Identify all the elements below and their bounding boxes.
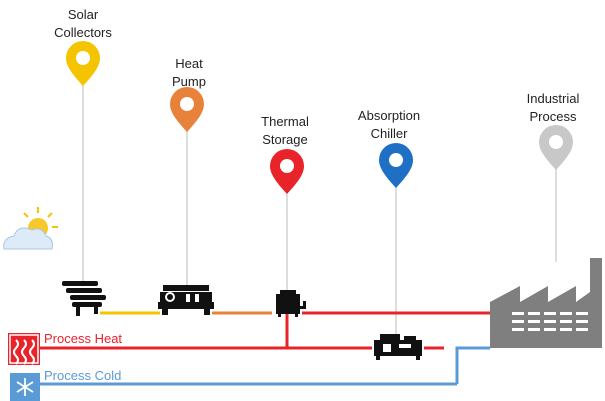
process-cold-label: Process Cold: [44, 368, 122, 383]
process-heat-label: Process Heat: [44, 331, 123, 346]
heat-icon: [8, 333, 40, 365]
thermal-storage-pin-icon: [270, 149, 304, 194]
snowflake-icon: [10, 373, 40, 401]
absorption-chiller-icon: [374, 334, 422, 360]
industrial-process-pin-icon: [539, 125, 573, 170]
absorption-chiller-pin-icon: [379, 143, 413, 188]
solar-collector-icon: [62, 281, 106, 316]
sun-cloud-icon: [3, 207, 58, 250]
heat-pump-icon: [158, 285, 214, 315]
thermal-storage-icon: [276, 290, 306, 317]
pipes: [40, 311, 492, 386]
cold-return-pipe: [455, 346, 490, 384]
solar-pin-icon: [66, 41, 100, 86]
heat-pump-pin-icon: [170, 87, 204, 132]
factory-icon: [490, 258, 602, 348]
